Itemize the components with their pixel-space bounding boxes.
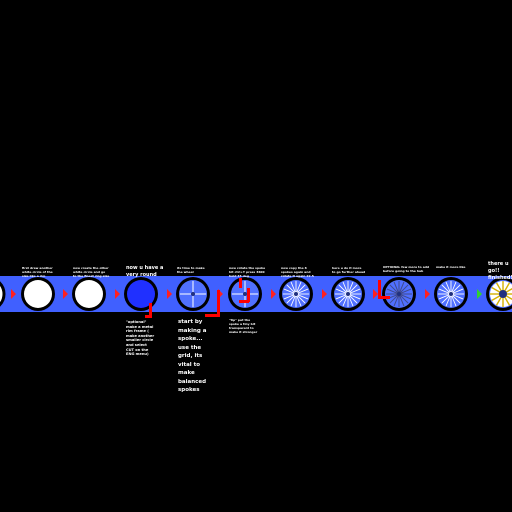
step-4-caption: now u have a very round	[126, 265, 164, 278]
spoke-icon	[398, 293, 405, 307]
arrow-icon	[425, 289, 430, 299]
spoke-icon	[450, 293, 457, 307]
spoke-icon	[295, 281, 302, 295]
spoke-icon	[286, 284, 297, 295]
arrow-icon	[271, 289, 276, 299]
spoke-icon	[398, 281, 405, 295]
spoke-icon	[450, 293, 461, 304]
spoke-icon	[338, 293, 349, 304]
spoke-icon	[347, 293, 361, 300]
spoke-icon	[335, 293, 349, 300]
step-7-caption: now copy the 8 spokes again and rotate i…	[281, 266, 314, 278]
spoke-icon	[295, 284, 306, 295]
arrow-icon	[63, 289, 68, 299]
step-8-caption: here u do it more to go further ahead	[332, 266, 366, 274]
wheel-icon	[0, 281, 6, 307]
spoke-icon	[398, 284, 409, 295]
wheel-disc-icon	[24, 280, 52, 308]
arrow-icon	[322, 289, 327, 299]
spoke-icon	[386, 288, 400, 295]
spoke-icon	[450, 293, 464, 300]
spoke-icon	[347, 288, 361, 295]
spoke-icon	[450, 281, 457, 295]
arrow-icon	[167, 289, 172, 299]
spoke-icon	[389, 284, 400, 295]
spoke-icon	[295, 288, 309, 295]
spoke-icon	[450, 284, 461, 295]
spoke-icon	[283, 288, 297, 295]
spoke-icon	[295, 293, 306, 304]
arrow-icon	[11, 289, 16, 299]
highlight-marker-icon	[149, 303, 152, 317]
spoke-icon	[445, 293, 452, 307]
step-5-caption: its time to make the wheel	[177, 266, 205, 274]
spoke-icon	[342, 293, 349, 307]
spoke-icon	[290, 293, 297, 307]
spoke-icon	[283, 293, 297, 300]
highlight-marker-icon	[217, 290, 220, 316]
highlight-marker-icon	[378, 280, 381, 296]
highlight-marker-icon	[239, 300, 249, 303]
step-3-caption: now create the other white circle and go…	[73, 266, 110, 278]
highlight-marker-icon	[239, 278, 242, 288]
hub-icon	[191, 292, 195, 296]
highlight-marker-icon	[378, 296, 390, 299]
highlight-marker-icon	[145, 315, 152, 318]
spoke-icon	[438, 288, 452, 295]
spoke-icon	[347, 281, 354, 295]
step-10-caption: make it more like	[436, 265, 466, 269]
arrow-icon	[373, 289, 378, 299]
spoke-icon	[347, 293, 354, 307]
spoke-icon	[286, 293, 297, 304]
step-11-caption: there u go!! finished!	[488, 261, 512, 281]
hub-icon	[397, 292, 401, 296]
spoke-icon	[335, 288, 349, 295]
spoke-icon	[441, 293, 452, 304]
step-5-note: start by making a spoke... use the grid,…	[178, 319, 207, 393]
step-2-caption: first draw another white circle of the s…	[22, 266, 53, 278]
spoke-icon	[393, 281, 400, 295]
spoke-icon	[398, 288, 412, 295]
highlight-marker-icon	[247, 288, 250, 302]
arrow-icon	[115, 289, 120, 299]
spoke-icon	[393, 293, 400, 307]
spoke-icon	[295, 293, 309, 300]
wheel-disc-icon	[127, 280, 155, 308]
spoke-icon	[347, 293, 358, 304]
hub-icon	[449, 292, 453, 296]
spoke-icon	[342, 281, 349, 295]
arrow-icon	[477, 289, 482, 299]
hub-icon	[346, 292, 350, 296]
spoke-icon	[295, 293, 302, 307]
step-6-caption: now rotate the spoke hit ctrl+T press 36…	[229, 266, 266, 278]
spoke-icon	[438, 293, 452, 300]
step-4-note: "optional" make a metal rim frame ( make…	[126, 320, 155, 357]
hub-icon	[501, 292, 505, 296]
step-9-caption: OPTIONAL few more to add before going to…	[383, 265, 430, 273]
spoke-icon	[445, 281, 452, 295]
wheel-disc-icon	[75, 280, 103, 308]
spoke-icon	[389, 293, 400, 304]
spoke-icon	[338, 284, 349, 295]
spoke-icon	[398, 293, 412, 300]
hub-icon	[294, 292, 298, 296]
spoke-icon	[450, 288, 464, 295]
spoke-icon	[347, 284, 358, 295]
spoke-icon	[398, 293, 409, 304]
step-6-note: "tip" put the spoke a tiny bit transpare…	[229, 318, 258, 334]
spoke-icon	[441, 284, 452, 295]
spoke-icon	[290, 281, 297, 295]
hub-icon	[243, 292, 247, 296]
highlight-marker-icon	[205, 314, 220, 317]
